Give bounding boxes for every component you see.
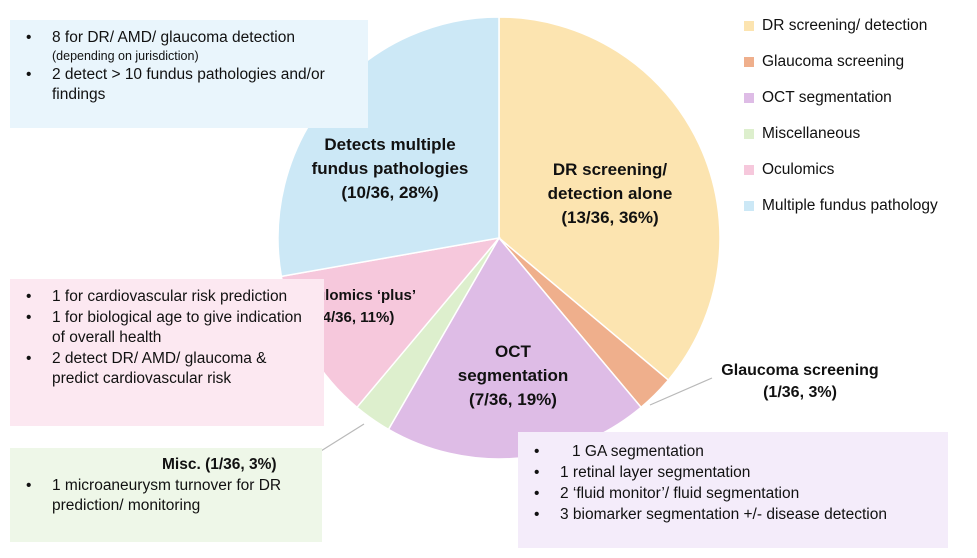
oculomics-annotation: 1 for cardiovascular risk prediction 1 f… [10,279,324,426]
slice-label-line: (7/36, 19%) [469,390,557,409]
legend-swatch [744,21,754,31]
slice-label-oculomics: Oculomics ‘plus’ (4/36, 11%) [296,287,416,326]
annotation-item: 1 retinal layer segmentation [530,463,936,483]
pie-slice-dr-screening-detection [498,16,721,382]
slice-label-line: detection alone [548,184,673,203]
misc-annotation: Misc. (1/36, 3%) 1 microaneurysm turnove… [10,448,322,542]
glaucoma-leader-line [649,377,713,406]
legend-swatch [744,93,754,103]
slice-label-line: Detects multiple [324,135,455,154]
annotation-item: 1 microaneurysm turnover for DR predicti… [22,476,310,516]
legend-item: Multiple fundus pathology [744,188,938,224]
slice-label-dr-screening-detection: DR screening/detection alone (13/36, 36%) [548,160,673,227]
legend-label: DR screening/ detection [762,17,928,34]
legend-label: OCT segmentation [762,89,892,106]
legend-item: Glaucoma screening [744,44,938,80]
legend-label: Oculomics [762,161,835,178]
legend-swatch [744,165,754,175]
slice-label-line: (4/36, 11%) [318,309,395,326]
legend-item: DR screening/ detection [744,8,938,44]
slice-label-oct-segmentation: OCT segmentation (7/36, 19%) [458,342,569,409]
slice-label-line: OCT [495,342,532,361]
legend-item: Miscellaneous [744,116,938,152]
legend-swatch [744,201,754,211]
legend-label: Miscellaneous [762,125,861,142]
annotation-item: 1 for biological age to give indication … [22,308,312,348]
legend: DR screening/ detection Glaucoma screeni… [744,8,938,224]
annotation-item: 2 detect DR/ AMD/ glaucoma & predict car… [22,349,312,389]
slice-label-line: (10/36, 28%) [341,183,438,202]
annotation-item: 1 GA segmentation [530,442,936,462]
slice-label-line: (13/36, 36%) [561,208,658,227]
legend-label: Glaucoma screening [762,53,905,70]
annotation-item: 8 for DR/ AMD/ glaucoma detection (depen… [22,28,356,64]
slice-label-line: Glaucoma screening [721,362,878,379]
legend-swatch [744,129,754,139]
slice-label-line: fundus pathologies [312,159,469,178]
misc-title: Misc. (1/36, 3%) [162,456,277,473]
multiple-pathology-annotation: 8 for DR/ AMD/ glaucoma detection (depen… [10,20,368,128]
annotation-item: 3 biomarker segmentation +/- disease det… [530,505,936,525]
slice-label-line: segmentation [458,366,569,385]
oct-annotation: 1 GA segmentation 1 retinal layer segmen… [518,432,948,548]
annotation-item: 2 ‘fluid monitor’/ fluid segmentation [530,484,936,504]
legend-swatch [744,57,754,67]
annotation-item: 2 detect > 10 fundus pathologies and/or … [22,65,356,105]
legend-item: OCT segmentation [744,80,938,116]
slice-label-multiple-fundus-pathology: Detects multiple fundus pathologies (10/36… [312,135,469,202]
legend-item: Oculomics [744,152,938,188]
slice-label-line: (1/36, 3%) [763,384,837,401]
annotation-item: 1 for cardiovascular risk prediction [22,287,312,307]
slice-label-line: DR screening/ [553,160,668,179]
legend-label: Multiple fundus pathology [762,197,938,214]
pie-labels: DR screening/detection alone (13/36, 36%)… [296,135,879,409]
slice-label-glaucoma-screening: Glaucoma screening (1/36, 3%) [721,362,878,401]
slice-label-line: Oculomics ‘plus’ [296,287,416,304]
